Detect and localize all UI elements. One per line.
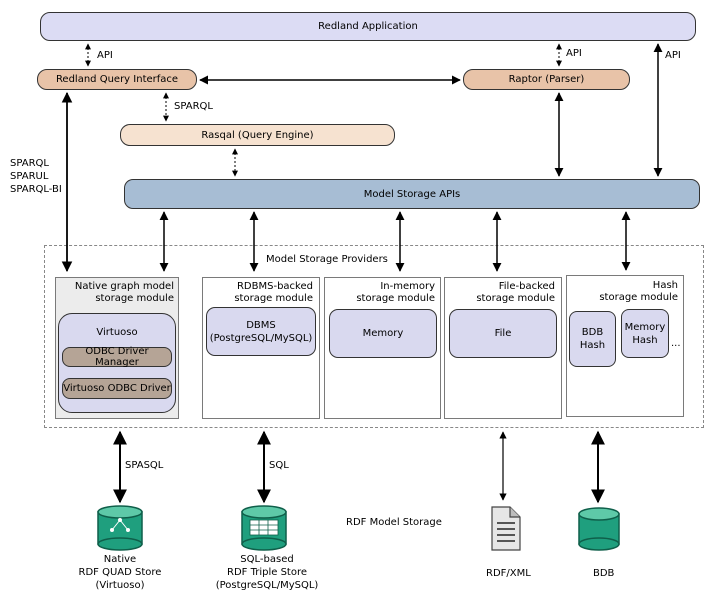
- rdfxml-label: RDF/XML: [486, 568, 531, 579]
- dbms-label-line1: DBMS: [246, 319, 276, 331]
- redland-application-box: Redland Application: [40, 12, 696, 41]
- file-backed-module-title: File-backed storage module: [447, 281, 555, 305]
- api-label-middle: API: [566, 48, 582, 59]
- bdb-hash-box: BDB Hash: [569, 311, 616, 367]
- model-storage-providers-container: [44, 245, 704, 428]
- file-label: File: [494, 328, 512, 339]
- bdb-database-icon: [578, 507, 620, 551]
- rdbms-module-title: RDBMS-backed storage module: [205, 281, 313, 305]
- virtuoso-odbc-driver-box: Virtuoso ODBC Driver: [62, 378, 172, 399]
- native-store-caption-line1: Native: [103, 554, 137, 565]
- native-module-title: Native graph model storage module: [60, 281, 174, 305]
- sql-store-caption-line3: (PostgreSQL/MySQL): [215, 580, 319, 591]
- native-store-caption-line2: RDF QUAD Store: [78, 567, 162, 578]
- hash-ellipsis: ...: [671, 338, 681, 349]
- model-storage-apis-label: Model Storage APIs: [363, 188, 461, 200]
- spasql-label: SPASQL: [125, 460, 164, 471]
- api-label-left: API: [97, 50, 113, 61]
- sparul-variant: SPARUL: [10, 171, 49, 182]
- model-storage-providers-title: Model Storage Providers: [266, 254, 388, 265]
- api-label-right: API: [665, 50, 681, 61]
- sql-label: SQL: [269, 460, 289, 471]
- native-module-title-line1: Native graph model: [74, 281, 174, 292]
- document-icon: [491, 506, 521, 551]
- virtuoso-label: Virtuoso: [96, 327, 138, 338]
- file-backed-module-title-line1: File-backed: [498, 281, 555, 292]
- in-memory-module-title-line1: In-memory: [380, 281, 435, 292]
- virtuoso-odbc-driver-label: Virtuoso ODBC Driver: [63, 383, 171, 394]
- hash-module-title: Hash storage module: [569, 280, 678, 304]
- bdb-hash-label-line2: Hash: [579, 340, 606, 351]
- redland-query-interface-label: Redland Query Interface: [55, 74, 179, 85]
- sparql-bi-variant: SPARQL-BI: [10, 184, 62, 195]
- rasqal-query-engine-label: Rasqal (Query Engine): [201, 129, 314, 141]
- sparql-variant: SPARQL: [10, 158, 49, 169]
- hash-module-title-line1: Hash: [652, 280, 678, 291]
- native-store-caption-line3: (Virtuoso): [95, 580, 145, 591]
- rasqal-query-engine-box: Rasqal (Query Engine): [120, 124, 395, 146]
- raptor-parser-label: Raptor (Parser): [508, 74, 585, 85]
- sql-store-caption-line2: RDF Triple Store: [227, 567, 307, 578]
- raptor-parser-box: Raptor (Parser): [463, 69, 630, 90]
- sql-triple-store-icon: [241, 505, 287, 551]
- rdbms-module-title-line1: RDBMS-backed: [236, 281, 313, 292]
- memory-label: Memory: [362, 328, 404, 339]
- memory-hash-label-line1: Memory: [624, 321, 666, 333]
- odbc-driver-manager-box: ODBC Driver Manager: [62, 346, 172, 368]
- bdb-label: BDB: [593, 568, 615, 579]
- memory-box: Memory: [329, 309, 437, 358]
- dbms-label-line2: (PostgreSQL/MySQL): [209, 332, 313, 344]
- dbms-box: DBMS (PostgreSQL/MySQL): [206, 307, 316, 356]
- rdf-model-storage-label: RDF Model Storage: [346, 517, 442, 528]
- bdb-hash-label-line1: BDB: [581, 327, 604, 338]
- file-backed-module-title-line2: storage module: [476, 293, 555, 304]
- native-store-caption: Native RDF QUAD Store (Virtuoso): [60, 553, 180, 592]
- hash-module-title-line2: storage module: [599, 292, 678, 303]
- in-memory-module-title: In-memory storage module: [327, 281, 435, 305]
- native-module-title-line2: storage module: [95, 293, 174, 304]
- odbc-driver-manager-label: ODBC Driver Manager: [85, 346, 149, 368]
- memory-hash-label-line2: Hash: [632, 334, 658, 346]
- redland-application-label: Redland Application: [318, 21, 418, 32]
- memory-hash-box: Memory Hash: [621, 309, 669, 358]
- sparql-label: SPARQL: [174, 101, 213, 112]
- sql-store-caption-line1: SQL-based: [240, 554, 294, 565]
- sql-store-caption: SQL-based RDF Triple Store (PostgreSQL/M…: [207, 553, 327, 592]
- model-storage-apis-box: Model Storage APIs: [124, 179, 700, 209]
- in-memory-module-title-line2: storage module: [356, 293, 435, 304]
- sparql-variants-label: SPARQL SPARUL SPARQL-BI: [10, 157, 62, 196]
- rdbms-module-title-line2: storage module: [234, 293, 313, 304]
- native-quad-store-icon: [97, 505, 143, 551]
- file-box: File: [449, 309, 557, 358]
- redland-query-interface-box: Redland Query Interface: [37, 69, 197, 90]
